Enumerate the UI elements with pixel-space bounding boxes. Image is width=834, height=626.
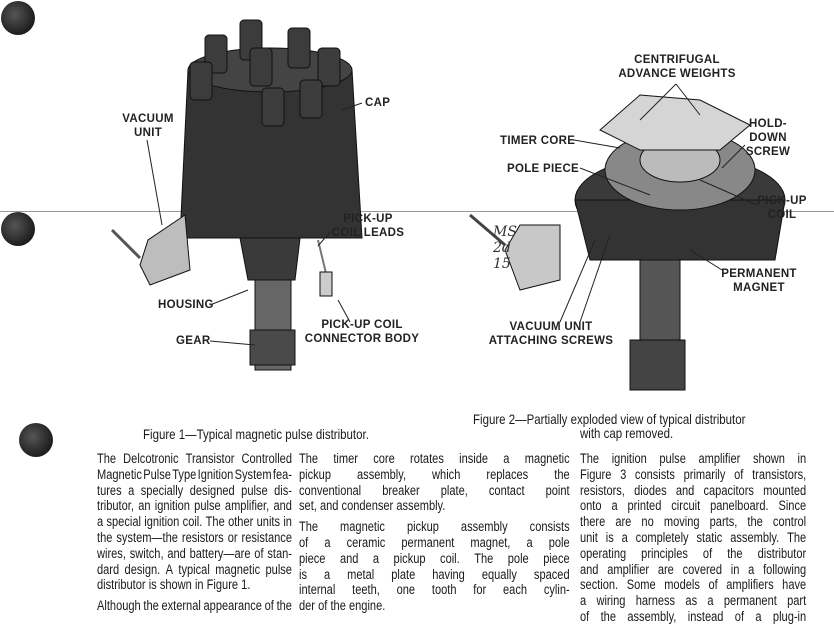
label-vacuum-unit: VACUUM UNIT [122,113,174,139]
label-permanent-magnet: PERMANENT MAGNET [721,268,797,294]
binder-hole [1,212,35,246]
figure-1-distributor-photo [110,19,786,391]
label-cap: CAP [365,97,391,109]
scan-line [0,211,834,212]
label-pickup-coil-leads: PICK-UP COIL LEADS [331,213,405,239]
label-housing: HOUSING [158,299,214,311]
figure-2-caption-line-2: with cap removed. [580,425,674,441]
figure-1-caption: Figure 1—Typical magnetic pulse distribu… [143,426,369,442]
binder-hole [1,1,35,35]
label-centrifugal-advance-weights: CENTRIFUGAL ADVANCE WEIGHTS [618,54,736,80]
label-pickup-coil-connector-body: PICK-UP COIL CONNECTOR BODY [304,319,420,345]
label-pole-piece: POLE PIECE [507,163,580,175]
label-timer-core: TIMER CORE [500,135,576,147]
binder-hole [19,423,53,457]
label-gear: GEAR [176,335,211,347]
label-pickup-coil: PICK-UP COIL [757,195,807,221]
label-vacuum-unit-attaching-screws: VACUUM UNIT ATTACHING SCREWS [488,321,614,347]
label-hold-down-screw: HOLD-DOWN SCREW [745,118,791,158]
handwritten-note: MS 2d 15 [493,224,517,272]
figure-2-caption-line-1: Figure 2—Partially exploded view of typi… [473,411,746,427]
